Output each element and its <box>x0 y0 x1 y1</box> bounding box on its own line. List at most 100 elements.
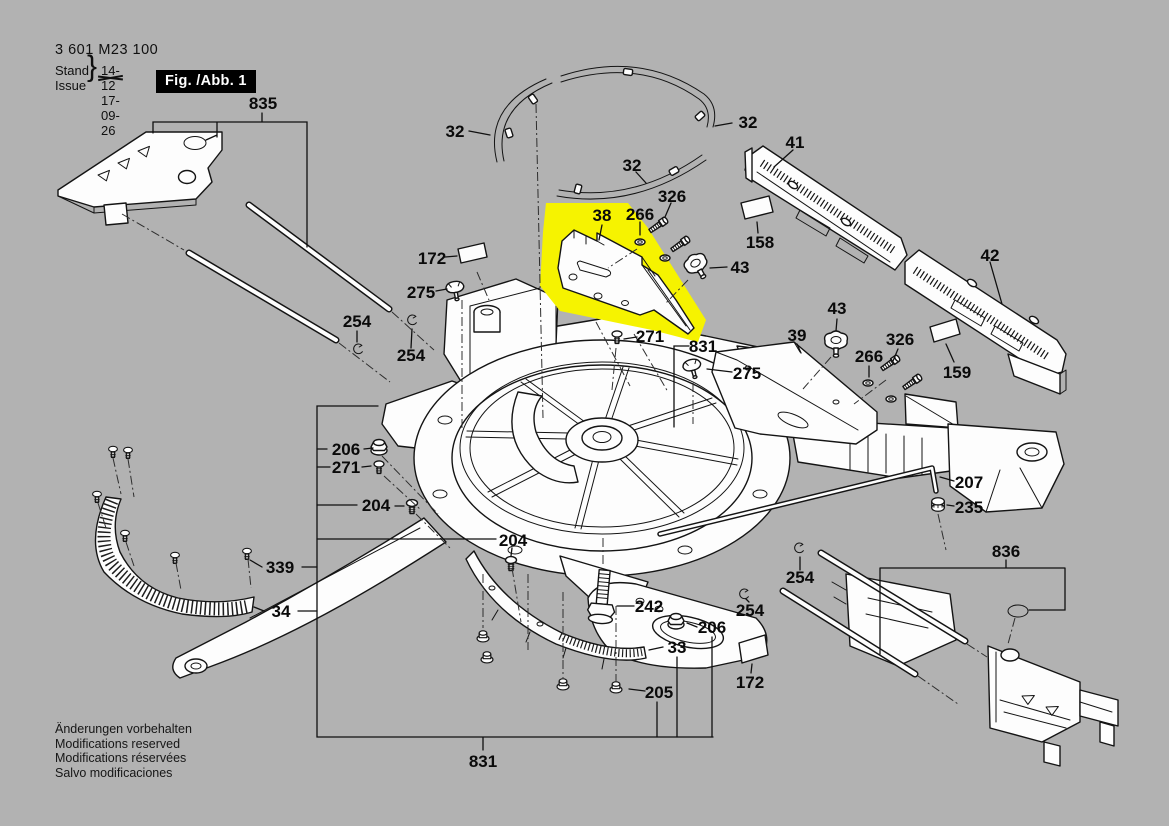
footer-note-fr: Modifications réservées <box>55 751 187 766</box>
stand-label: Stand <box>55 63 89 78</box>
part-callout-207: 207 <box>955 473 983 492</box>
part-callout-339: 339 <box>266 558 294 577</box>
clip-254 <box>407 314 417 326</box>
washer-266 <box>659 254 671 262</box>
part-callout-32: 32 <box>446 122 465 141</box>
stand-value-struck: 14-12 <box>101 63 120 93</box>
part-callout-172: 172 <box>418 249 446 268</box>
support-rods-right <box>779 549 969 678</box>
miter-arc-segments <box>493 65 716 200</box>
screw-326 <box>669 234 692 254</box>
turntable-wheel <box>459 361 745 535</box>
part-callout-275: 275 <box>407 283 435 302</box>
fence-42 <box>904 249 1067 395</box>
part-38-fence-plate <box>557 229 695 335</box>
revision-brace: } <box>87 50 98 83</box>
part-callout-172: 172 <box>736 673 764 692</box>
scale-segment-34 <box>94 496 255 618</box>
base-assembly <box>172 278 1065 679</box>
part-callout-266: 266 <box>855 347 883 366</box>
knob-43-right <box>823 330 849 358</box>
callout-leader-lines <box>152 112 1066 751</box>
support-rods-left <box>185 201 393 344</box>
part-callout-159: 159 <box>943 363 971 382</box>
hex-key-207 <box>657 465 939 537</box>
assembly-axis-lines <box>97 103 1016 705</box>
clip-254 <box>739 588 749 600</box>
part-callout-41: 41 <box>786 133 805 152</box>
part-callout-266: 266 <box>626 205 654 224</box>
part-callout-254: 254 <box>786 568 815 587</box>
part-callout-206: 206 <box>698 618 726 637</box>
screw-339 <box>242 547 252 560</box>
screw-339 <box>170 551 180 564</box>
nut-205 <box>476 630 490 643</box>
figure-badge: Fig. /Abb. 1 <box>156 70 256 93</box>
screw-326 <box>901 372 924 392</box>
washer-266 <box>634 238 646 246</box>
part-callout-32: 32 <box>623 156 642 175</box>
part-callout-43: 43 <box>828 299 847 318</box>
nut-206-bottom <box>667 612 685 630</box>
washer-266 <box>885 395 897 403</box>
issue-label: Issue <box>55 78 87 93</box>
footer-note-en: Modifications reserved <box>55 736 181 751</box>
screw-204-center <box>504 555 518 572</box>
part-callout-271: 271 <box>636 327 664 346</box>
sticker-172-bottom <box>738 634 769 664</box>
part-callout-275: 275 <box>733 364 761 383</box>
sticker-172-left <box>457 242 488 264</box>
part-callout-831: 831 <box>689 337 717 356</box>
part-callout-33: 33 <box>668 638 687 657</box>
footer-note-es: Salvo modificaciones <box>55 765 173 780</box>
part-callout-158: 158 <box>746 233 774 252</box>
footer-note-de: Änderungen vorbehalten <box>55 722 192 736</box>
part-callout-43: 43 <box>731 258 750 277</box>
part-callout-204: 204 <box>362 496 391 515</box>
part-callout-205: 205 <box>645 683 673 702</box>
knob-43-top <box>680 248 715 285</box>
bolt-242 <box>586 568 616 625</box>
sticker-158 <box>740 195 774 220</box>
extension-wing-836 <box>987 645 1119 767</box>
washer-266 <box>862 379 874 387</box>
nut-205 <box>556 678 570 691</box>
bracket-39 <box>711 341 878 445</box>
part-callout-32: 32 <box>739 113 758 132</box>
part-callout-38: 38 <box>593 206 612 225</box>
part-callout-254: 254 <box>343 312 372 331</box>
nut-206-left <box>370 438 388 456</box>
part-callout-204: 204 <box>499 531 528 550</box>
issue-value: 17-09-26 <box>101 93 120 138</box>
part-callout-326: 326 <box>658 187 686 206</box>
part-callout-242: 242 <box>635 597 663 616</box>
part-callout-39: 39 <box>788 326 807 345</box>
part-callout-42: 42 <box>981 246 1000 265</box>
product-code: 3 601 M23 100 <box>55 42 159 58</box>
screw-339 <box>108 445 118 458</box>
part-callout-836: 836 <box>992 542 1020 561</box>
part-callout-254: 254 <box>736 601 765 620</box>
sticker-159 <box>929 318 961 343</box>
footer-notes: Änderungen vorbehalten Modifications res… <box>55 722 192 780</box>
part-callout-235: 235 <box>955 498 983 517</box>
screw-271-left <box>373 460 385 475</box>
clip-254 <box>794 542 804 554</box>
nut-205 <box>480 651 494 664</box>
screw-339 <box>123 446 133 459</box>
screw-339 <box>92 490 102 503</box>
nut-205 <box>609 681 623 694</box>
revision-block: Stand Issue } 14-12 17-09-26 <box>55 52 120 139</box>
extension-wing-835 <box>57 131 223 226</box>
nut-235 <box>931 497 945 512</box>
part-callout-254: 254 <box>397 346 426 365</box>
fence-41 <box>744 145 908 271</box>
screw-339 <box>120 529 130 542</box>
part-callout-831: 831 <box>469 752 497 771</box>
part-callout-326: 326 <box>886 330 914 349</box>
clip-254 <box>353 343 363 355</box>
part-callout-271: 271 <box>332 458 360 477</box>
